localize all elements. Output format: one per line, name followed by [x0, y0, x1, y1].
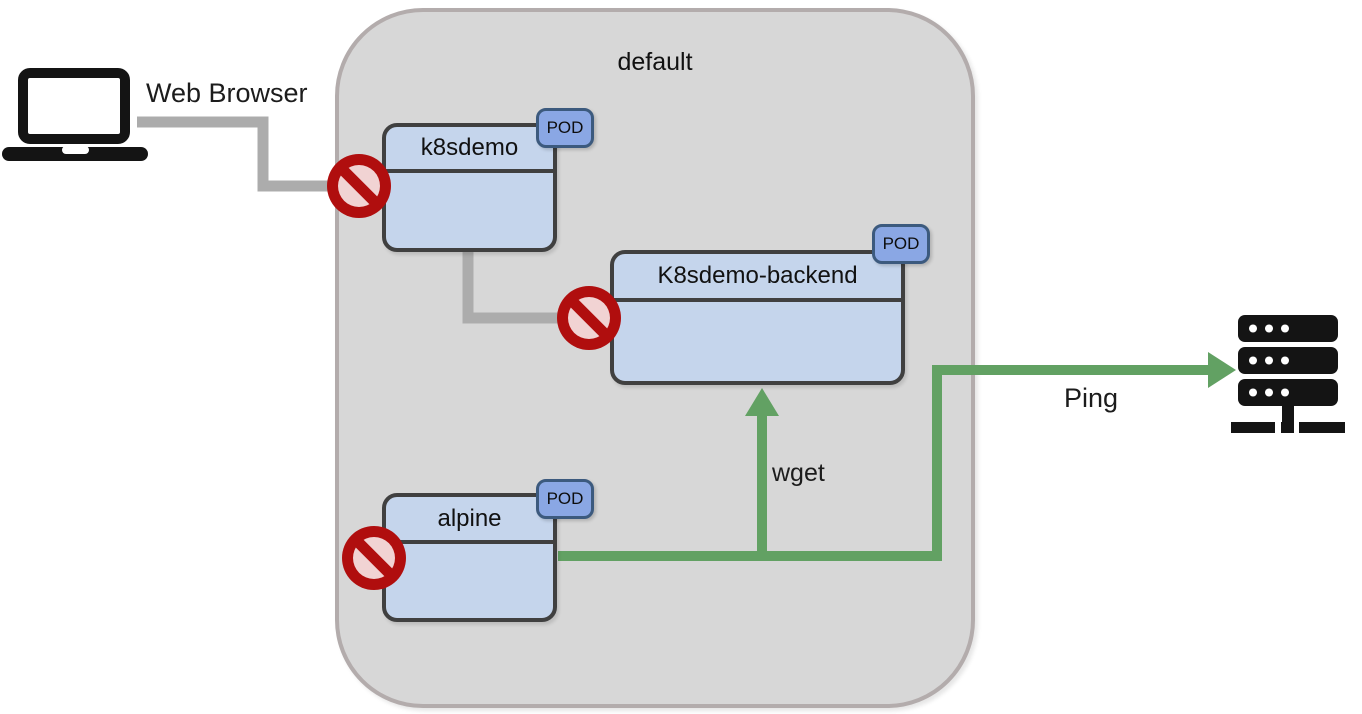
- pod-badge-k8sdemo: POD: [536, 108, 594, 148]
- namespace-label: default: [617, 48, 693, 76]
- edge-k8sdemo-to-backend: [462, 250, 568, 324]
- edge-alpine-to-server: [558, 365, 1210, 561]
- pod-alpine-label: alpine: [386, 497, 553, 544]
- blocked-icon-k8sdemo-ingress: [327, 154, 391, 218]
- laptop-icon: [2, 68, 148, 161]
- blocked-icon-alpine-ingress: [342, 526, 406, 590]
- blocked-icon-backend-ingress: [557, 286, 621, 350]
- pod-k8sdemo-backend: K8sdemo-backend: [610, 250, 905, 385]
- pod-badge-alpine: POD: [536, 479, 594, 519]
- pod-alpine: alpine: [382, 493, 557, 622]
- web-browser-label: Web Browser: [146, 78, 308, 108]
- wget-edge-label: wget: [772, 459, 825, 487]
- arrowhead-wget: [745, 388, 779, 416]
- edge-browser-to-k8sdemo: [137, 116, 348, 192]
- server-rack-icon: [1231, 315, 1345, 433]
- arrowhead-ping: [1208, 352, 1236, 388]
- ping-edge-label: Ping: [1064, 383, 1119, 413]
- pod-badge-k8sdemo-backend: POD: [872, 224, 930, 264]
- pod-k8sdemo: k8sdemo: [382, 123, 557, 252]
- pod-k8sdemo-label: k8sdemo: [386, 127, 553, 173]
- pod-k8sdemo-backend-label: K8sdemo-backend: [614, 254, 901, 302]
